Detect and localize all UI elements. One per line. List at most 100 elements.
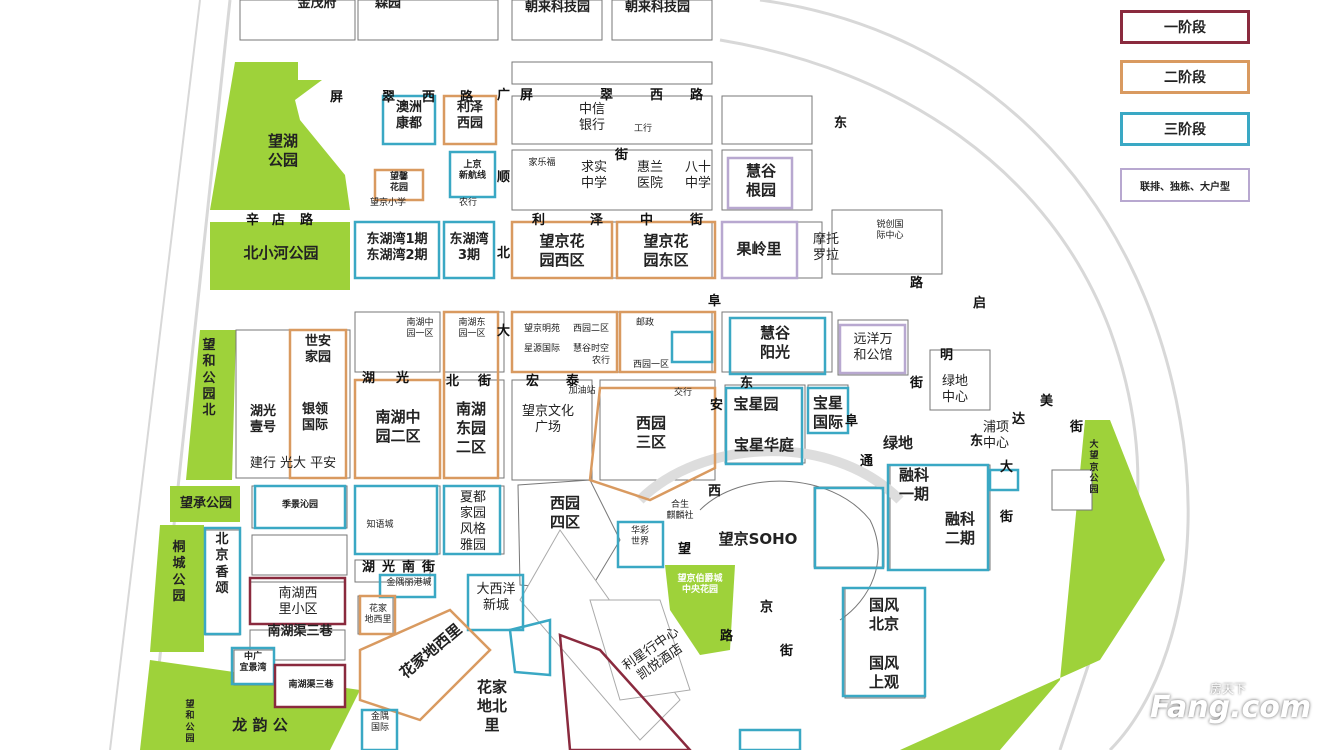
place-label[interactable]: 浦项 中心 <box>982 420 1009 452</box>
place-label[interactable]: 交行 <box>673 388 692 398</box>
place-label[interactable]: 中信 银行 <box>578 102 605 134</box>
place-label[interactable]: 国风 北京 <box>868 596 899 633</box>
place-label[interactable]: 风格 雅园 <box>459 522 486 554</box>
place-label[interactable]: 朝来科技园 <box>524 0 590 15</box>
road-char: 西 <box>708 484 722 499</box>
road-char: 街 <box>780 644 794 659</box>
place-label[interactable]: 夏都 家园 <box>459 490 486 522</box>
place-label[interactable]: 上京 新航线 <box>458 160 486 182</box>
place-label[interactable]: 望京小学 <box>369 198 406 208</box>
place-label[interactable]: 邮政 <box>635 318 654 328</box>
place-label[interactable]: 西园二区 <box>572 324 609 334</box>
place-label[interactable]: 慧谷 阳光 <box>759 324 790 361</box>
place-label[interactable]: 绿地 中心 <box>941 374 968 406</box>
place-label[interactable]: 宝星园 <box>733 395 779 413</box>
place-label[interactable]: 金茂府 <box>297 0 337 11</box>
place-label[interactable]: 金隅丽港城 <box>386 578 432 588</box>
park-label-wanghe2: 望 和 公 园 <box>185 700 195 744</box>
park-label-wbyard: 望京伯爵城 中央花园 <box>677 574 723 596</box>
road-char: 北 <box>497 246 511 261</box>
place-label[interactable]: 东湖湾 3期 <box>449 232 489 264</box>
road-char: 东 <box>970 434 984 449</box>
watermark: Fang.com 房天下 <box>1150 682 1311 725</box>
place-label[interactable]: 花家 地北 里 <box>476 678 507 734</box>
place-label[interactable]: 绿地 <box>882 434 913 452</box>
place-label[interactable]: 东湖湾1期 东湖湾2期 <box>366 232 428 264</box>
place-label[interactable]: 南湖 东园 二区 <box>455 400 486 456</box>
road-char: 明 <box>940 348 954 363</box>
place-label[interactable]: 世安 家园 <box>304 334 331 366</box>
park-label-longyun: 龙 韵 公 <box>232 716 288 734</box>
place-label[interactable]: 湖光 壹号 <box>249 404 276 436</box>
place-label[interactable]: 澳洲 康都 <box>395 100 422 132</box>
place-label[interactable]: 利泽 西园 <box>456 100 483 132</box>
place-label[interactable]: 锐创国 际中心 <box>876 220 904 242</box>
park-label-beixiaohe: 北小河公园 <box>243 244 319 262</box>
place-label[interactable]: 慧谷时空 <box>572 344 609 354</box>
road-char: 阜 <box>708 294 722 309</box>
road-char: 泰 <box>566 374 580 389</box>
road-char: 安 <box>710 398 724 413</box>
place-label[interactable]: 南湖渠三巷 <box>288 680 334 690</box>
place-label[interactable]: 南湖中 园一区 <box>406 318 434 340</box>
place-label[interactable]: 宝星 国际 <box>812 394 843 431</box>
place-label[interactable]: 南湖东 园一区 <box>458 318 486 340</box>
place-label[interactable]: 求实 中学 <box>580 160 607 192</box>
place-label[interactable]: 望京花 园西区 <box>539 232 585 269</box>
place-label[interactable]: 慧谷 根园 <box>745 162 776 199</box>
place-label[interactable]: 南湖渠三巷 <box>267 624 333 639</box>
road-char: 南 <box>402 560 416 575</box>
place-label[interactable]: 融科 二期 <box>944 510 975 547</box>
place-label[interactable]: 工行 <box>633 124 652 134</box>
park-label-tongcheng: 桐 城 公 园 <box>172 540 186 604</box>
place-label[interactable]: 望馨 花园 <box>389 172 408 194</box>
road-char: 街 <box>615 148 629 163</box>
road-char: 阜 <box>845 414 859 429</box>
place-label[interactable]: 惠兰 医院 <box>636 160 663 192</box>
place-label[interactable]: 远洋万 和公馆 <box>853 332 893 364</box>
place-label[interactable]: 合生 麒麟社 <box>666 500 694 522</box>
road-char: 大 <box>497 324 511 339</box>
place-label[interactable]: 花家 地西里 <box>364 604 392 626</box>
place-label[interactable]: 国风 上观 <box>868 654 899 691</box>
place-label[interactable]: 知语城 <box>366 520 394 530</box>
place-label[interactable]: 家乐福 <box>528 158 556 168</box>
place-label[interactable]: 西园 四区 <box>549 494 580 531</box>
place-label[interactable]: 森园 <box>374 0 401 11</box>
place-label[interactable]: 朝来科技园 <box>624 0 690 15</box>
road-char: 街 <box>422 560 436 575</box>
road-char: 湖 <box>362 560 376 575</box>
place-label[interactable]: 摩托 罗拉 <box>812 232 839 264</box>
place-label[interactable]: 加油站 <box>568 386 596 396</box>
place-label[interactable]: 金隅 国际 <box>370 712 389 734</box>
place-label[interactable]: 季景沁园 <box>281 500 318 510</box>
place-label[interactable]: 西园一区 <box>632 360 669 370</box>
place-label[interactable]: 南湖中 园二区 <box>375 408 421 445</box>
road-char: 屏 <box>330 90 344 105</box>
park-label-dajing: 大 望 京 公 园 <box>1089 440 1099 495</box>
place-label[interactable]: 望京明苑 <box>523 324 560 334</box>
place-label[interactable]: 宝星华庭 <box>733 436 794 454</box>
place-label[interactable]: 南湖西 里小区 <box>278 586 318 618</box>
place-label[interactable]: 八十 中学 <box>684 160 711 192</box>
place-label[interactable]: 星源国际 <box>523 344 560 354</box>
park-wanghu-shape <box>210 62 350 210</box>
place-label[interactable]: 中广 宜景湾 <box>239 652 267 674</box>
place-label[interactable]: 大西洋 新城 <box>476 582 516 614</box>
road-char: 街 <box>1070 420 1084 435</box>
road-char: 翠 <box>600 88 614 103</box>
place-label[interactable]: 北 京 香 颂 <box>215 532 229 596</box>
place-label[interactable]: 银领 国际 <box>301 402 328 434</box>
place-label[interactable]: 建行 光大 平安 <box>249 456 337 471</box>
place-label[interactable]: 望京SOHO <box>718 530 798 548</box>
place-label[interactable]: 融科 一期 <box>898 466 929 503</box>
place-label[interactable]: 果岭里 <box>736 240 782 258</box>
place-label[interactable]: 华彩 世界 <box>630 526 649 548</box>
road-char: 望 <box>678 542 692 557</box>
place-label[interactable]: 望京文化 广场 <box>521 404 574 436</box>
place-label[interactable]: 农行 <box>458 198 477 208</box>
place-label[interactable]: 望京花 园东区 <box>643 232 689 269</box>
place-label[interactable]: 农行 <box>591 356 610 366</box>
place-label[interactable]: 西园 三区 <box>635 414 666 451</box>
